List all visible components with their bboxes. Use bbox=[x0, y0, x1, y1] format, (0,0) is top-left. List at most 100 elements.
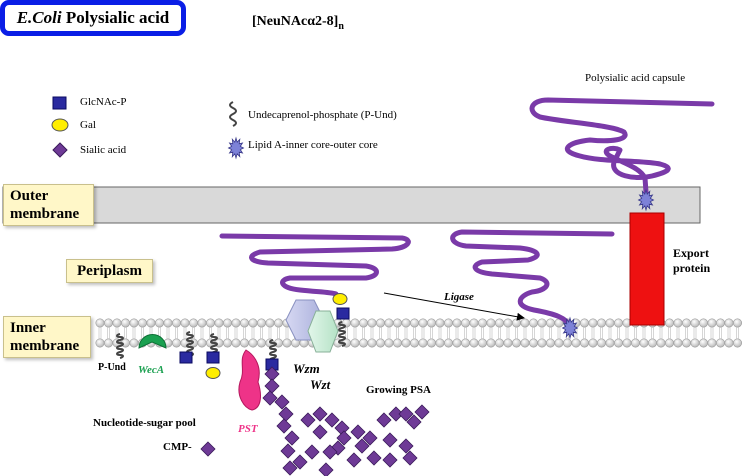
lipid-head bbox=[613, 318, 623, 328]
lipid-a-starburst-inner bbox=[561, 316, 579, 340]
ligase-label: Ligase bbox=[444, 291, 474, 303]
lipid-head bbox=[358, 338, 368, 348]
pund-legend-icon bbox=[229, 101, 237, 127]
outer-membrane-bar bbox=[2, 186, 701, 224]
export-protein-bar bbox=[629, 212, 665, 326]
glcnac-square bbox=[336, 307, 350, 320]
lipid-head bbox=[537, 318, 547, 328]
lipid-head bbox=[562, 338, 572, 348]
sialic-acid-diamond bbox=[362, 430, 378, 446]
sialic-acid-diamond bbox=[398, 438, 414, 454]
sialic-acid-diamond bbox=[376, 412, 392, 428]
legend-pund-label: Undecaprenol-phosphate (P-Und) bbox=[248, 109, 397, 121]
lipid-head bbox=[240, 318, 250, 328]
lipid-head bbox=[138, 318, 148, 328]
lipid-head bbox=[605, 338, 615, 348]
sialic-acid-diamond bbox=[300, 412, 316, 428]
sialic-acid-diamond bbox=[366, 450, 382, 466]
lipid-head bbox=[104, 338, 114, 348]
lipid-head bbox=[350, 318, 360, 328]
glcnac-square bbox=[179, 351, 193, 364]
lipid-head bbox=[664, 318, 674, 328]
glcnac-legend-icon bbox=[52, 96, 67, 110]
lipid-head bbox=[622, 338, 632, 348]
lipid-head bbox=[172, 338, 182, 348]
formula-main: [NeuNAcα2-8] bbox=[252, 14, 339, 29]
pund-squiggle bbox=[338, 321, 346, 347]
lipid-head bbox=[460, 338, 470, 348]
lipid-head bbox=[256, 318, 266, 328]
lipid-head bbox=[443, 338, 453, 348]
sialic-acid-diamond bbox=[382, 432, 398, 448]
ligase-arrow bbox=[383, 292, 525, 321]
title-organism: E.Coli bbox=[16, 8, 62, 27]
pund-label: P-Und bbox=[98, 362, 126, 373]
lipid-head bbox=[732, 338, 742, 348]
lipid-head bbox=[460, 318, 470, 328]
lipid-head bbox=[681, 318, 691, 328]
lipid-head bbox=[707, 338, 717, 348]
lipid-head bbox=[469, 318, 479, 328]
lipid-head bbox=[452, 338, 462, 348]
inner-membrane-bilayer bbox=[95, 318, 742, 348]
gal-oval bbox=[332, 293, 348, 305]
lipid-head bbox=[579, 318, 589, 328]
lipid-head bbox=[545, 338, 555, 348]
lipid-head bbox=[95, 318, 105, 328]
lipid-head bbox=[418, 338, 428, 348]
lipid-head bbox=[435, 338, 445, 348]
lipid-head bbox=[401, 318, 411, 328]
sialic-acid-diamond bbox=[398, 406, 414, 422]
lipid-head bbox=[571, 338, 581, 348]
lipid-head bbox=[426, 338, 436, 348]
weca-label: WecA bbox=[138, 364, 165, 376]
lipid-head bbox=[104, 318, 114, 328]
sialic-acid-diamond bbox=[402, 450, 418, 466]
sialic-acid-diamond bbox=[336, 430, 352, 446]
sialic-acid-diamond bbox=[324, 412, 340, 428]
lipid-head bbox=[172, 318, 182, 328]
lipid-head bbox=[426, 318, 436, 328]
export-protein-label: Export protein bbox=[673, 246, 711, 275]
lipid-head bbox=[630, 338, 640, 348]
legend-lipid-label: Lipid A-inner core-outer core bbox=[248, 139, 378, 151]
sialic-acid-diamond bbox=[382, 452, 398, 468]
lipid-head bbox=[409, 318, 419, 328]
lipid-head bbox=[605, 318, 615, 328]
pund-squiggle bbox=[116, 333, 124, 359]
formula-subscript: n bbox=[338, 20, 344, 32]
lipid-a-legend-icon bbox=[227, 136, 245, 160]
wzm-label: Wzm bbox=[293, 361, 320, 376]
lipid-head bbox=[690, 338, 700, 348]
sialic-acid-diamond bbox=[264, 378, 280, 394]
lipid-head bbox=[596, 318, 606, 328]
lipid-head bbox=[494, 338, 504, 348]
sialic-acid-legend-icon bbox=[52, 142, 68, 158]
sialic-acid-diamond bbox=[278, 406, 294, 422]
lipid-head bbox=[350, 338, 360, 348]
lipid-head bbox=[503, 338, 513, 348]
lipid-head bbox=[231, 338, 241, 348]
lipid-head bbox=[724, 338, 734, 348]
lipid-head bbox=[146, 318, 156, 328]
sialic-acid-diamond bbox=[322, 444, 338, 460]
lipid-head bbox=[273, 318, 283, 328]
cmp-label: CMP- bbox=[163, 441, 192, 453]
formula-label: [NeuNAcα2-8]n bbox=[252, 14, 344, 32]
lipid-head bbox=[503, 318, 513, 328]
lipid-head bbox=[206, 318, 216, 328]
lipid-head bbox=[596, 338, 606, 348]
sialic-acid-diamond bbox=[276, 418, 292, 434]
sialic-acid-diamond bbox=[414, 404, 430, 420]
lipid-head bbox=[528, 338, 538, 348]
sialic-acid-diamond bbox=[350, 424, 366, 440]
lipid-head bbox=[477, 318, 487, 328]
lipid-head bbox=[664, 338, 674, 348]
title-box: E.Coli Polysialic acid bbox=[0, 0, 186, 36]
lipid-head bbox=[681, 338, 691, 348]
lipid-head bbox=[358, 318, 368, 328]
lipid-head bbox=[486, 318, 496, 328]
lipid-head bbox=[486, 338, 496, 348]
sialic-acid-diamond bbox=[284, 430, 300, 446]
lipid-head bbox=[690, 318, 700, 328]
